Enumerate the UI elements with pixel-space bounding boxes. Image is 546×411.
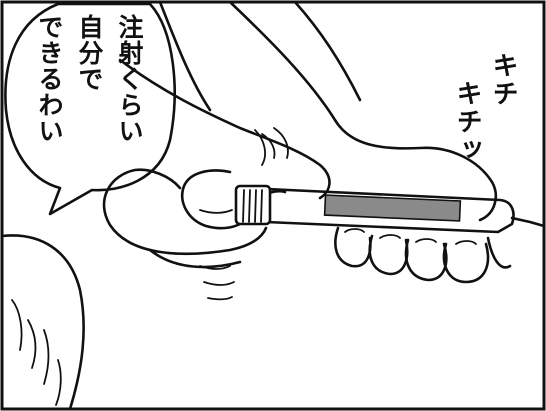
sound-effect-line-1: キチ xyxy=(488,52,518,108)
upper-hand xyxy=(118,0,497,222)
balloon-line-1: 注射くらい xyxy=(115,14,144,144)
lower-hand xyxy=(102,168,287,269)
onlooker-head xyxy=(0,234,85,411)
pen-label-screentone xyxy=(323,194,462,222)
gripping-fingers xyxy=(334,226,512,284)
balloon-line-3: できるわい xyxy=(35,14,64,144)
speech-balloon xyxy=(4,2,176,216)
balloon-line-2: 自分で xyxy=(75,14,104,92)
insulin-pen xyxy=(234,184,546,234)
motion-lines xyxy=(199,127,289,301)
sound-effect-line-2: キチッ xyxy=(452,80,482,164)
